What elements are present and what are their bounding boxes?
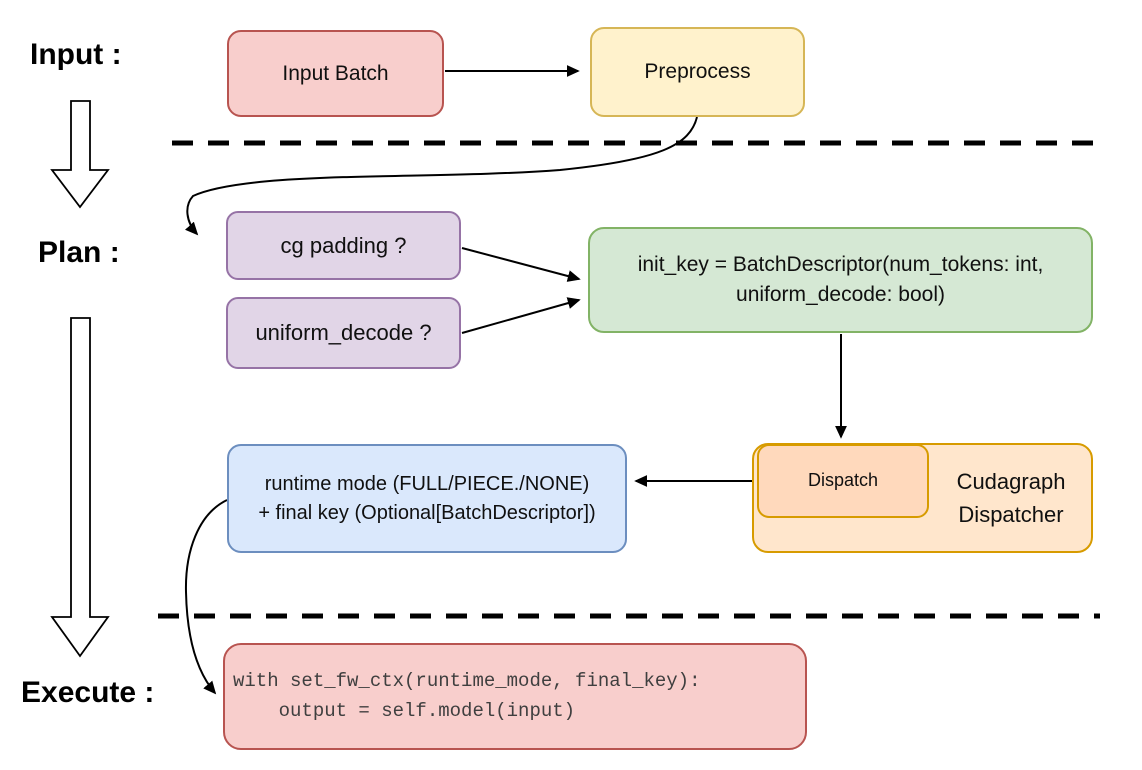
node-preprocess-label: Preprocess — [644, 60, 751, 84]
node-cudagraph-dispatcher-label: Cudagraph Dispatcher — [929, 443, 1093, 553]
node-dispatch-label: Dispatch — [807, 470, 879, 491]
phase-arrow-plan-to-execute-icon — [50, 317, 110, 658]
node-preprocess: Preprocess — [590, 27, 805, 117]
node-cg-padding-label: cg padding ? — [280, 232, 407, 258]
execute-code-line1: with set_fw_ctx(runtime_mode, final_key)… — [233, 670, 701, 693]
arrow-preprocess-to-cg-padding — [185, 116, 698, 236]
node-uniform-decode: uniform_decode ? — [226, 297, 461, 369]
phase-label-execute: Execute : — [21, 676, 155, 709]
node-init-key-line1: init_key = BatchDescriptor(num_tokens: i… — [637, 253, 1044, 277]
arrow-runtime-mode-to-execute-code — [184, 499, 228, 695]
node-runtime-mode-line2: + final key (Optional[BatchDescriptor]) — [258, 501, 596, 524]
node-input-batch-label: Input Batch — [282, 61, 389, 85]
node-runtime-mode-line1: runtime mode (FULL/PIECE./NONE) — [264, 473, 590, 496]
phase-label-input: Input : — [30, 38, 122, 71]
node-runtime-mode: runtime mode (FULL/PIECE./NONE) + final … — [227, 444, 627, 553]
node-input-batch: Input Batch — [227, 30, 444, 117]
node-cg-padding: cg padding ? — [226, 211, 461, 280]
phase-arrow-input-to-plan-icon — [50, 100, 110, 209]
cudagraph-label-line1: Cudagraph — [956, 469, 1066, 494]
cudagraph-label-line2: Dispatcher — [958, 502, 1064, 527]
arrow-cg-padding-to-init-key — [461, 247, 581, 282]
node-uniform-decode-label: uniform_decode ? — [255, 320, 432, 346]
phase-label-plan: Plan : — [38, 236, 120, 269]
node-init-key-line2: uniform_decode: bool) — [736, 283, 945, 306]
arrow-uniform-decode-to-init-key — [461, 297, 581, 334]
node-init-key: init_key = BatchDescriptor(num_tokens: i… — [588, 227, 1093, 333]
node-execute-code: with set_fw_ctx(runtime_mode, final_key)… — [223, 643, 807, 750]
execute-code-line2: output = self.model(input) — [233, 699, 576, 722]
node-dispatch: Dispatch — [757, 444, 929, 518]
